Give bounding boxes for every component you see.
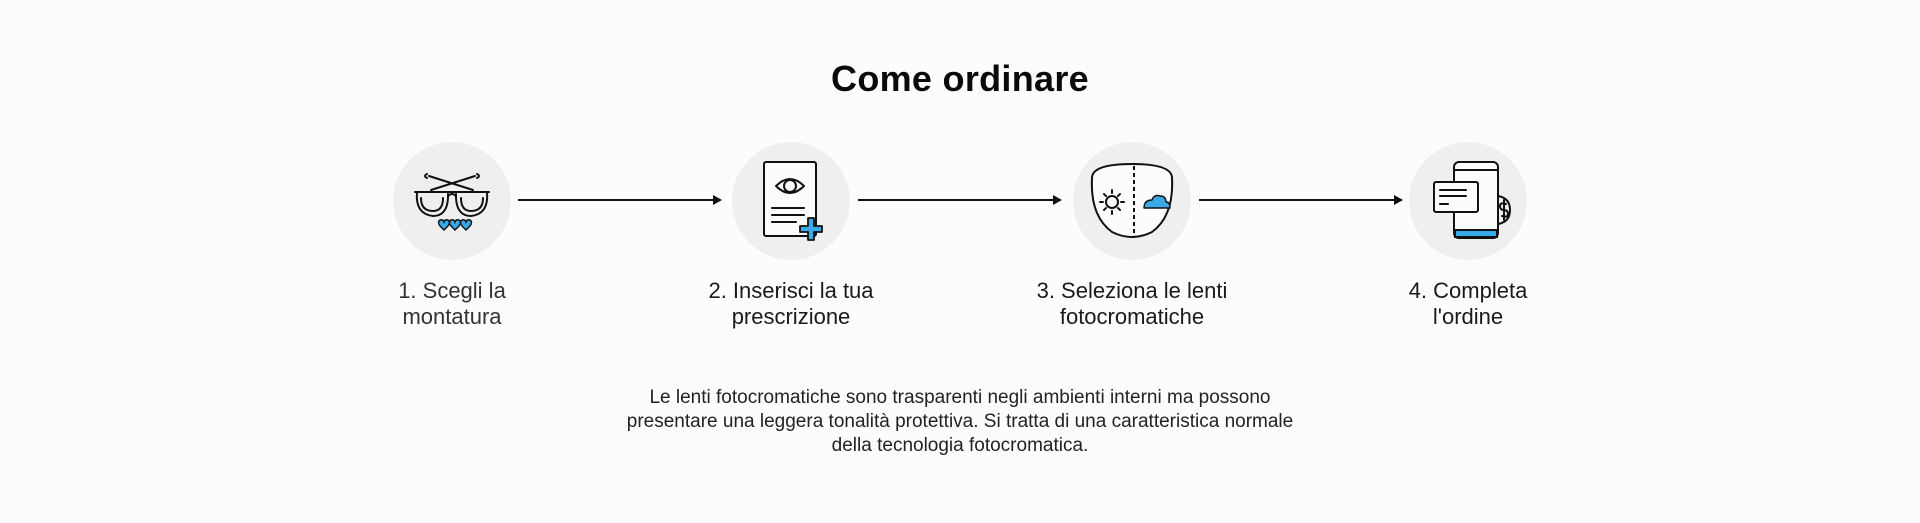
phone-payment-icon — [1433, 161, 1511, 239]
step-3-circle — [1073, 142, 1191, 260]
step-2-circle — [732, 142, 850, 260]
photochromic-lens-icon — [1090, 162, 1174, 238]
step-prescription: 2. Inserisci la tua prescrizione — [661, 142, 921, 330]
photochromic-note: Le lenti fotocromatiche sono trasparenti… — [0, 386, 1920, 458]
note-line-3: della tecnologia fotocromatica. — [831, 435, 1089, 456]
step-3-label: 3. Seleziona le lenti fotocromatiche — [1036, 278, 1228, 329]
step-4-circle — [1409, 142, 1527, 260]
section-title: Come ordinare — [831, 58, 1089, 99]
step-4-label: 4. Completa l'ordine — [1408, 278, 1528, 329]
step-complete-order: 4. Completa l'ordine — [1338, 142, 1598, 330]
arrow-3 — [1199, 195, 1403, 205]
note-line-1: Le lenti fotocromatiche sono trasparenti… — [649, 387, 1271, 408]
step-choose-frame: 1. Scegli la montatura — [322, 142, 582, 330]
step-2-label: 2. Inserisci la tua prescrizione — [708, 278, 874, 329]
step-1-label: 1. Scegli la montatura — [398, 278, 506, 329]
prescription-eye-icon — [763, 161, 823, 241]
note-line-2: presentare una leggera tonalità protetti… — [626, 411, 1294, 432]
arrow-2 — [858, 195, 1062, 205]
step-photochromic: 3. Seleziona le lenti fotocromatiche — [1002, 142, 1262, 330]
arrow-1 — [518, 195, 722, 205]
glasses-hearts-icon — [414, 173, 490, 231]
step-1-circle — [393, 142, 511, 260]
